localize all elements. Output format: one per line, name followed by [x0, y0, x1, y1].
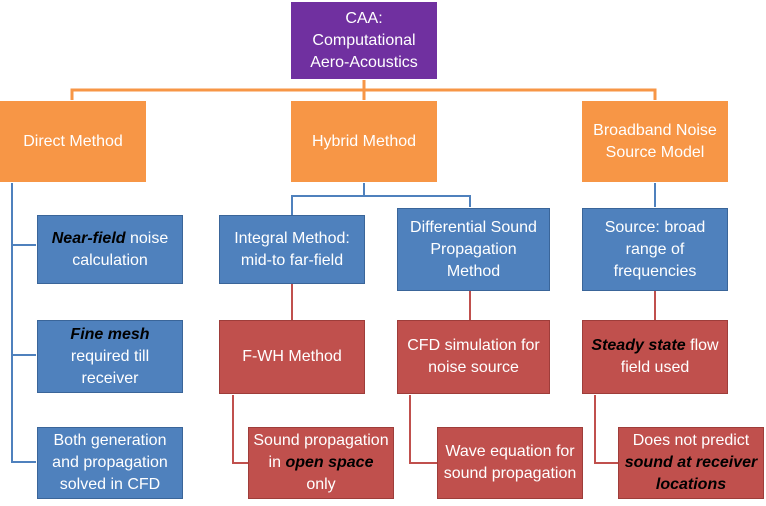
differential-method-node: Differential Sound Propagation Method: [397, 208, 550, 291]
connector-fwh-to-sound: [232, 395, 248, 464]
fwh-method-text: F-WH Method: [242, 348, 342, 365]
steady-state-node: Steady state flow field used: [582, 320, 728, 394]
sound-propagation-node: Sound propagation in open space only: [248, 427, 394, 499]
broadband-line-2: Source Model: [605, 143, 705, 161]
fwh-method-node: F-WH Method: [219, 320, 365, 394]
sound-propagation-text: Sound propagation in open space only: [253, 430, 389, 496]
both-solved-node: Both generation and propagation solved i…: [37, 427, 183, 499]
integral-method-node: Integral Method: mid-to far-field: [219, 215, 365, 284]
connector-direct-branch: [11, 183, 36, 463]
connector-steady-to-notpredict: [594, 395, 618, 464]
root-line-2: Computational: [312, 31, 416, 49]
steady-state-text: Steady state flow field used: [587, 335, 723, 379]
wave-equation-node: Wave equation for sound propagation: [437, 427, 583, 499]
integral-method-text: Integral Method: mid-to far-field: [234, 229, 350, 269]
sound-propagation-emphasis: open space: [285, 454, 374, 471]
root-line-1: CAA:: [345, 9, 383, 27]
near-field-emphasis: Near-field: [51, 229, 126, 247]
fine-mesh-node: Fine mesh required till receiver: [37, 320, 183, 393]
does-not-predict-pre: Does not predict: [632, 432, 750, 449]
connector-cfd-to-wave: [409, 395, 437, 464]
source-frequencies-node: Source: broad range of frequencies: [582, 208, 728, 291]
near-field-text: Near-field noise calculation: [42, 228, 178, 272]
both-solved-text: Both generation and propagation solved i…: [52, 432, 168, 493]
fine-mesh-emphasis: Fine mesh: [70, 325, 150, 343]
direct-method-label: Direct Method: [23, 132, 123, 150]
cfd-simulation-node: CFD simulation for noise source: [397, 320, 550, 394]
direct-method-node: Direct Method: [0, 101, 146, 182]
near-field-rest: noise calculation: [72, 229, 169, 269]
broadband-method-node: Broadband Noise Source Model: [582, 101, 728, 182]
sound-propagation-post: only: [306, 476, 336, 493]
wave-equation-text: Wave equation for sound propagation: [443, 443, 577, 482]
source-frequencies-text: Source: broad range of frequencies: [604, 218, 706, 280]
steady-state-rest: flow field used: [620, 337, 719, 376]
does-not-predict-emphasis: sound at receiver locations: [624, 454, 758, 493]
cfd-simulation-text: CFD simulation for noise source: [407, 337, 540, 376]
does-not-predict-node: Does not predict sound at receiver locat…: [618, 427, 764, 499]
root-node: CAA: Computational Aero-Acoustics: [291, 2, 437, 79]
sound-propagation-pre: Sound propagation in: [253, 432, 389, 471]
connector-hybrid-split: [291, 195, 471, 215]
steady-state-emphasis: Steady state: [591, 337, 686, 354]
near-field-node: Near-field noise calculation: [37, 215, 183, 284]
broadband-line-1: Broadband Noise: [593, 121, 717, 139]
root-line-3: Aero-Acoustics: [310, 53, 418, 71]
does-not-predict-text: Does not predict sound at receiver locat…: [623, 430, 759, 496]
hybrid-method-node: Hybrid Method: [291, 101, 437, 182]
hybrid-method-label: Hybrid Method: [311, 132, 417, 150]
differential-method-text: Differential Sound Propagation Method: [410, 218, 537, 280]
fine-mesh-rest: required till receiver: [70, 347, 150, 387]
